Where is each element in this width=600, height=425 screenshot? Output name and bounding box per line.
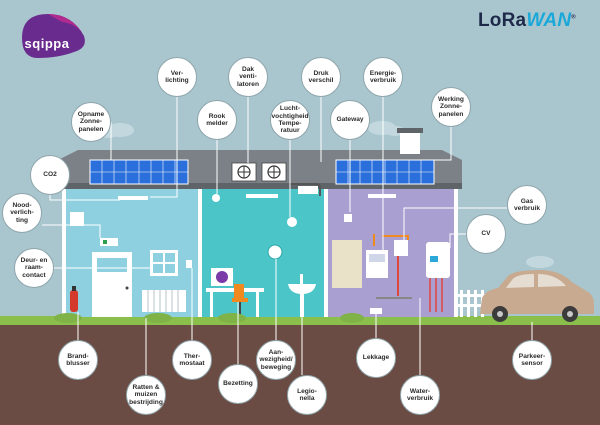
bubble-aanwezigheid: Aan- wezigheid/ beweging xyxy=(256,340,296,380)
middle-room-items xyxy=(206,183,321,317)
bubble-gasverbruik: Gas verbruik xyxy=(507,185,547,225)
roof-fans xyxy=(231,162,287,182)
bubble-opname-zonnepanelen: Opname Zonne- panelen xyxy=(71,102,111,142)
lorawan-logo-lora: LoRa xyxy=(478,10,527,31)
sqippa-logo-text: sqippa xyxy=(24,36,70,51)
leader-cv xyxy=(449,233,466,248)
bubble-cv: CV xyxy=(466,214,506,254)
lorawan-logo: LoRaWAN® xyxy=(478,10,576,32)
left-room-items xyxy=(70,196,192,317)
solar-panels-left xyxy=(89,159,189,185)
bushes xyxy=(54,313,364,323)
bubble-lekkage: Lekkage xyxy=(356,338,396,378)
sqippa-logo: sqippa xyxy=(18,6,88,66)
bubble-werking-zonnepanelen: Werking Zonne- panelen xyxy=(431,87,471,127)
lorawan-logo-wan: WAN xyxy=(526,10,572,31)
leader-gasverbruik xyxy=(403,207,507,240)
solar-panels-right xyxy=(335,159,435,185)
bubble-co2: CO2 xyxy=(30,155,70,195)
bubble-ratten-muizen: Ratten & muizen bestrijding xyxy=(126,375,166,415)
bubble-brandblusser: Brand- blusser xyxy=(58,340,98,380)
leader-verlichting xyxy=(150,97,178,198)
chimney xyxy=(400,132,420,154)
sqippa-logo-shape xyxy=(22,14,85,58)
leader-noodverlichting xyxy=(42,224,101,238)
leader-lines xyxy=(42,97,533,375)
lorawan-logo-registered: ® xyxy=(571,14,576,21)
bubble-parkeersensor: Parkeer- sensor xyxy=(512,340,552,380)
bubble-noodverlichting: Nood- verlich- ting xyxy=(2,193,42,233)
leader-werking-zonnepanelen xyxy=(434,127,452,161)
bubble-legionella: Legio- nella xyxy=(287,375,327,415)
bubble-verlichting: Ver- lichting xyxy=(157,57,197,97)
grass xyxy=(0,316,600,325)
bubble-rookmelder: Rook melder xyxy=(197,100,237,140)
leader-co2 xyxy=(49,195,120,201)
bubble-energieverbruik: Energie- verbruik xyxy=(363,57,403,97)
bubble-luchtvochtigheid: Lucht- vochtigheid Tempe- ratuur xyxy=(270,100,310,140)
bubble-deur-raamcontact: Deur- en raam- contact xyxy=(14,248,54,288)
bubble-dak-ventilatoren: Dak venti- latoren xyxy=(228,57,268,97)
bubble-gateway: Gateway xyxy=(330,100,370,140)
bubble-drukverschil: Druk verschil xyxy=(301,57,341,97)
bubble-bezetting: Bezetting xyxy=(218,364,258,404)
room-middle xyxy=(200,189,326,317)
bubble-waterverbruik: Water- verbruik xyxy=(400,375,440,415)
car xyxy=(480,270,594,322)
right-room-items xyxy=(332,194,450,314)
bubble-thermostaat: Ther- mostaat xyxy=(172,340,212,380)
